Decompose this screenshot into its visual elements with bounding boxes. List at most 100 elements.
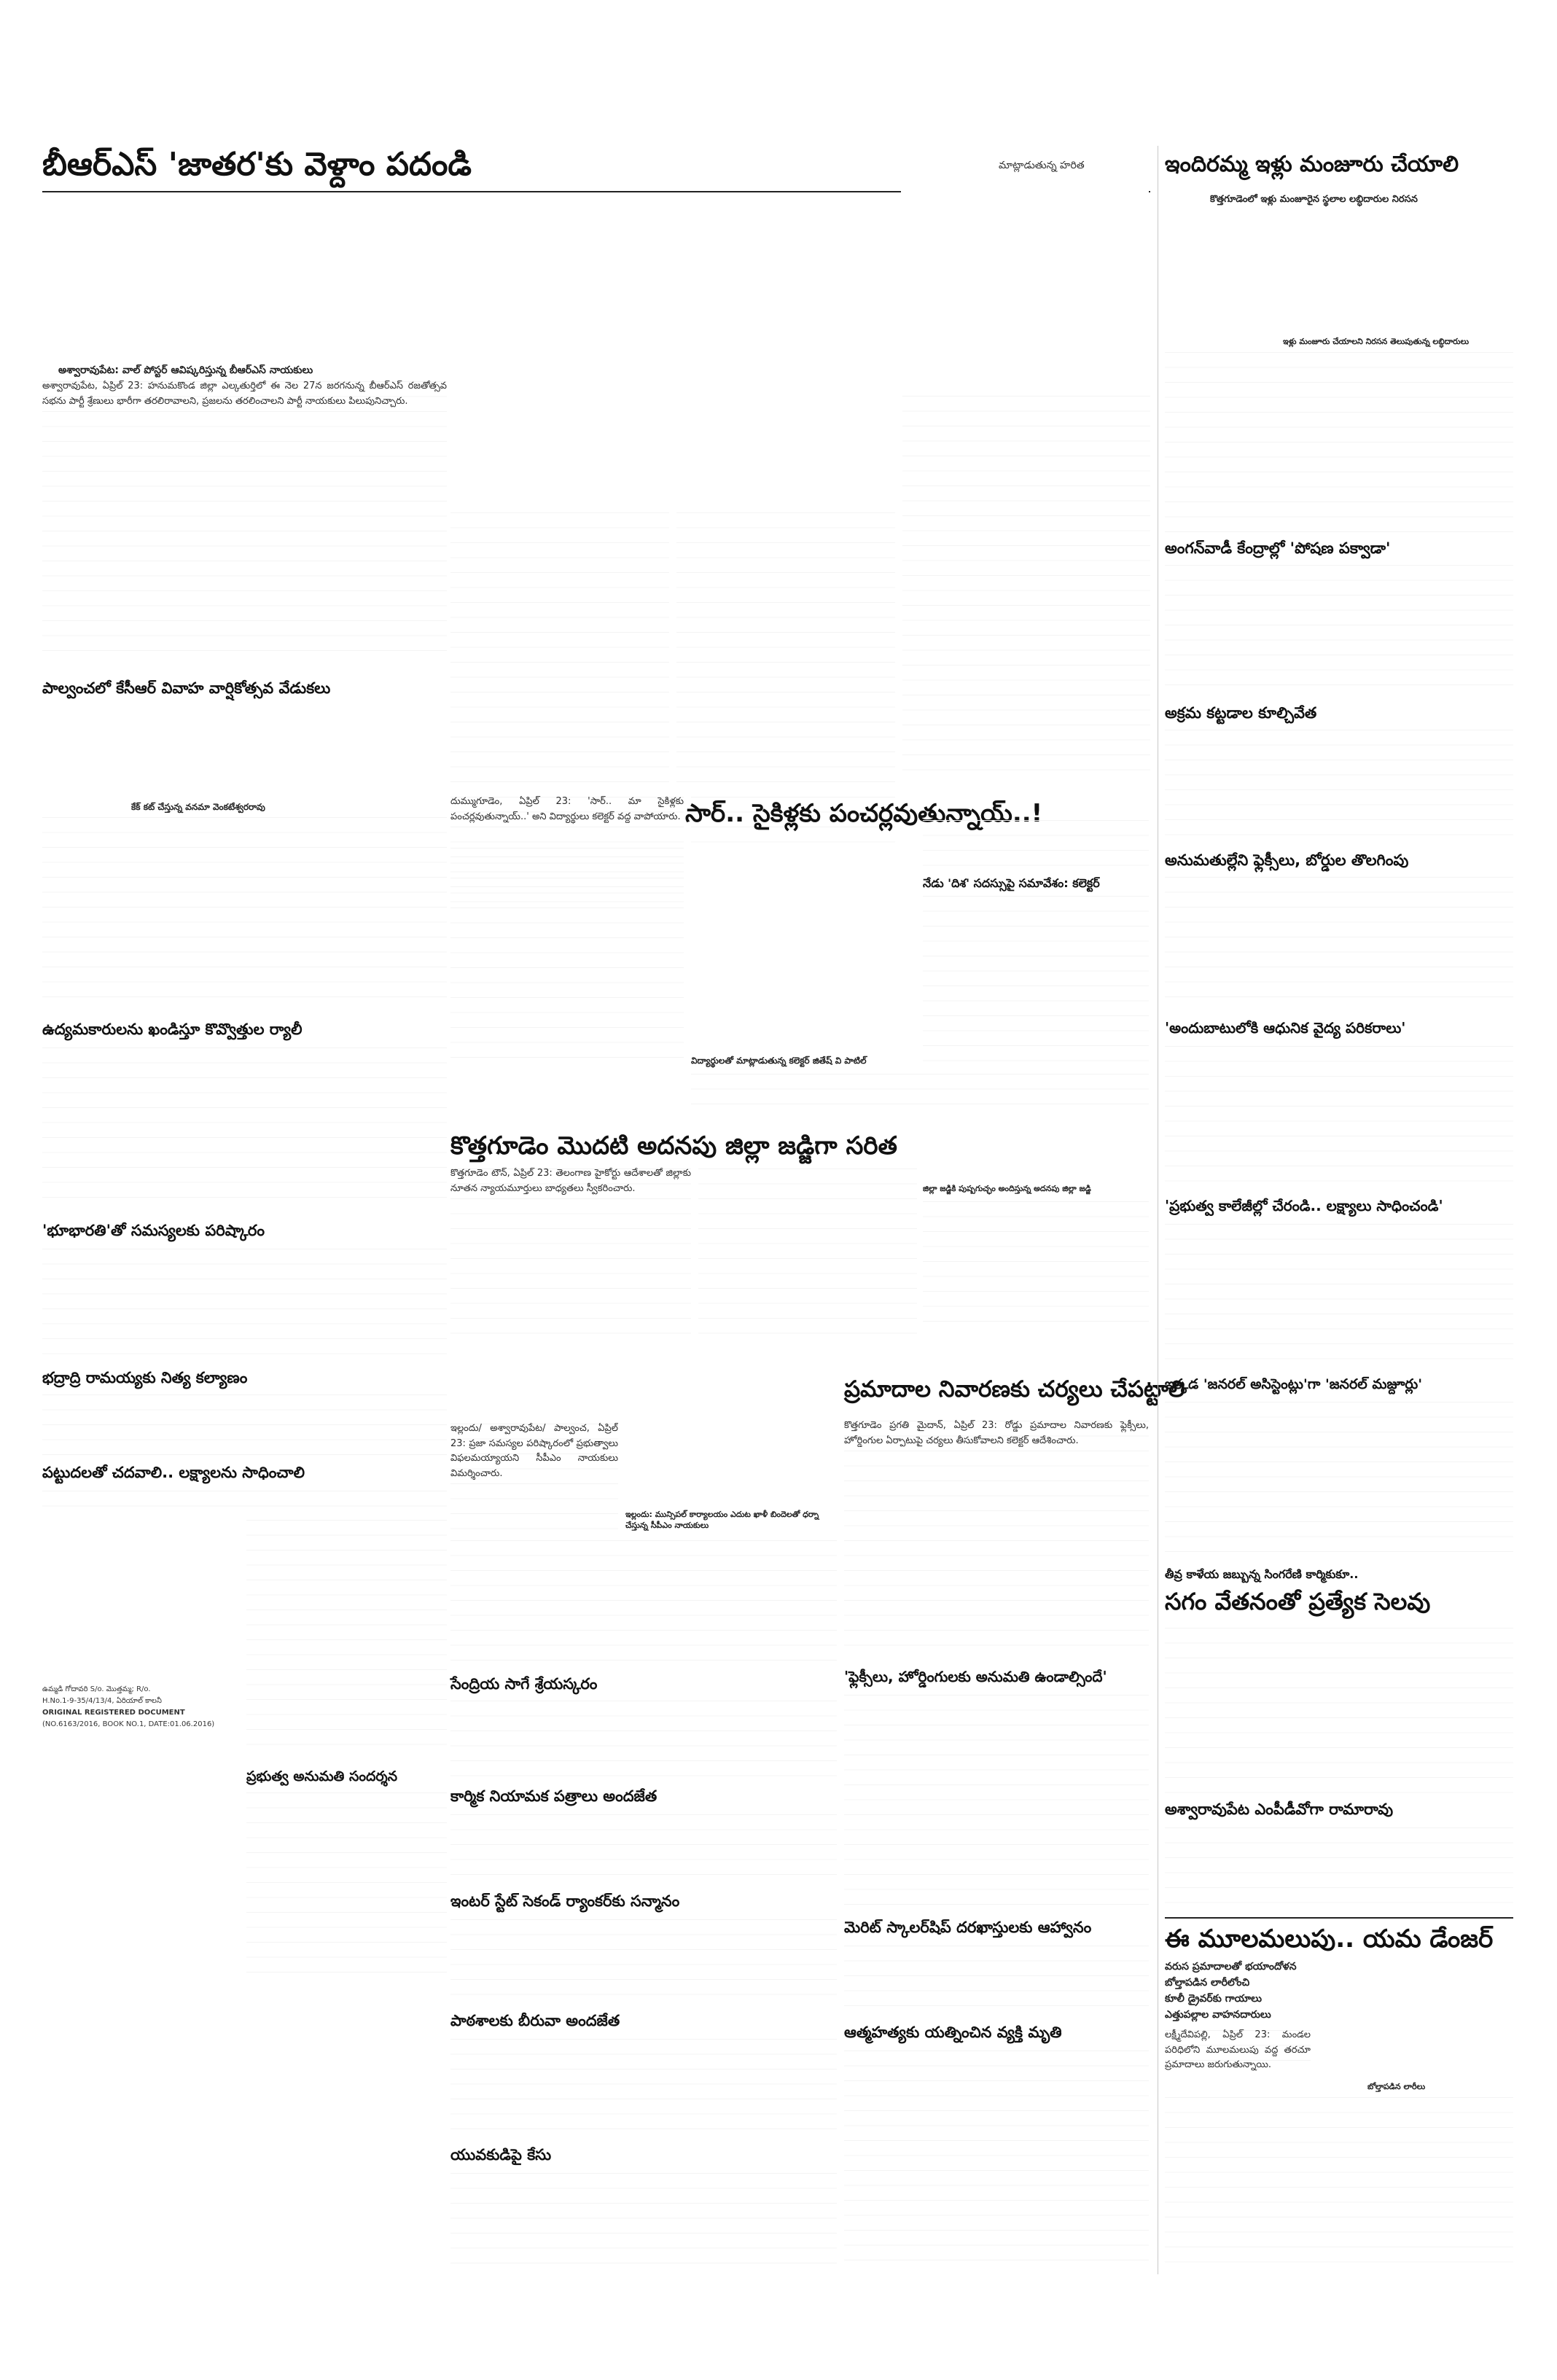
judge-col2-text <box>698 1166 917 1334</box>
subhead-disha: నేడు 'దిశ' సదస్సుపై సమావేశం: కలెక్టర్ <box>923 876 1100 890</box>
caption-haritha: మాట్లాడుతున్న హరిత <box>999 160 1085 171</box>
subhead-ikkada: ఇక్కడ 'జనరల్ అసిస్టెంట్లు'గా 'జనరల్ మజ్ద… <box>1165 1376 1423 1392</box>
accidents-body-text: కొత్తగూడెం ప్రగతి మైదాన్, ఏప్రిల్ 23: రో… <box>844 1419 1149 1659</box>
rti-photo <box>42 1771 239 1895</box>
dateline-small <box>42 706 122 800</box>
indiramma-photo-caption: ఇళ్లు మంజూరు చేయాలని నిరసన తెలుపుతున్న ల… <box>1283 337 1470 346</box>
imprint-line-4: (NO.6163/2016, BOOK NO.1, DATE:01.06.201… <box>42 1720 215 1728</box>
cpm-photo-caption: ఇల్లందు: మున్సిపల్ కార్యాలయం ఎదుట ఖాళీ బ… <box>625 1510 819 1530</box>
cpm-photo <box>625 1419 837 1561</box>
imprint-line-3: ORIGINAL REGISTERED DOCUMENT <box>42 1709 185 1717</box>
mula-sub4: ఎత్తుపల్లాల వాహనదారులు <box>1165 2009 1271 2021</box>
headline-indiramma: ఇందిరమ్మ ఇళ్లు మంజూరు చేయాలి <box>1165 152 1459 177</box>
ashwarao-body-text <box>1165 1825 1513 1905</box>
cpm-body-text <box>450 1538 837 1669</box>
subhead-ashwarao-ips: అశ్వారావుపేట ఎంపీడీవోగా రామారావు <box>1165 1800 1394 1818</box>
headline-nagaram: సగం వేతనంతో ప్రత్యేక సెలవు <box>1165 1588 1431 1615</box>
inter-rank-body-text <box>450 1917 837 2005</box>
headline-rule <box>42 191 1150 192</box>
subhead-schools: పాఠశాలకు బీరువా అందజేత <box>450 2012 620 2029</box>
prizes-body-text <box>1165 1044 1513 1190</box>
subhead-merit: మెరిట్ స్కాలర్‌షిప్ దరఖాస్తులకు ఆహ్వానం <box>844 1919 1092 1936</box>
sendriya-body-text <box>450 1698 837 1779</box>
indiramma-dateline <box>1165 211 1230 335</box>
subhead-flexi: 'ఫ్లెక్సీలు, హోర్డింగులకు అనుమతి ఉండాల్స… <box>844 1668 1107 1685</box>
nagaram-body-text <box>1165 1626 1513 1793</box>
headline-mulakalapally: ఈ మూలమలుపు.. యమ డేంజర్ <box>1165 1924 1494 1954</box>
schools-body-text <box>450 2037 837 2139</box>
subhead-palvancha-kcr: పాల్వంచలో కేసీఆర్ వివాహ వార్షికోత్సవ వేడ… <box>42 679 331 697</box>
mula-sub1: వరుస ప్రమాదాలతో భయాందోళన <box>1165 1961 1297 1973</box>
ikkada-body-text <box>1165 1400 1513 1553</box>
subhead-karmika: కార్మిక నియామక పత్రాలు అందజేత <box>450 1787 657 1805</box>
cycles-col3-top <box>923 818 1149 876</box>
cycles-photo-caption: విద్యార్థులతో మాట్లాడుతున్న కలెక్టర్ జిత… <box>691 1056 867 1066</box>
mula-dateline-text: లక్ష్మీదేవిపల్లి, ఏప్రిల్ 23: మండల పరిధి… <box>1165 2028 1311 2072</box>
headline-accidents: ప్రమాదాల నివారణకు చర్యలు చేపట్టాలి <box>844 1376 1185 1402</box>
indiramma-photo <box>1235 210 1513 334</box>
subhead-suicide: ఆత్మహత్యకు యత్నించిన వ్యక్తి మృతి <box>844 2024 1062 2041</box>
pattudala-body-text <box>246 1518 447 1758</box>
indiramma-kicker: కొత్తగూడెంలో ఇళ్లు మంజూరైన స్థలాల లబ్ధిద… <box>1210 194 1418 205</box>
subhead-bhubharati: 'భూభారతి'తో సమస్యలకు పరిష్కారం <box>42 1222 265 1239</box>
mula-photo-caption: బోల్తాపడిన లారీలు <box>1367 2082 1426 2091</box>
pattudala-intro-text <box>42 1489 447 1515</box>
haritha-photo <box>901 176 1149 385</box>
rally-body-text <box>42 1045 447 1210</box>
subhead-ambedkar-rally: ఉద్యమకారులను ఖండిస్తూ కొవ్వొత్తుల ర్యాలీ <box>42 1021 303 1038</box>
kcr-cake-photo <box>130 704 447 800</box>
pattudala-photo <box>42 1518 239 1671</box>
brs-photo <box>42 198 888 363</box>
brs-col3-text <box>676 510 895 787</box>
nagaram-kicker: తీవ్ర కాళేయ జబ్బున్న సింగరేణి కార్మికుకూ… <box>1165 1567 1359 1581</box>
imprint-line-2: H.No.1-9-35/4/13/4, ఏరియాల్ కాలనీ <box>42 1697 162 1705</box>
mula-photo <box>1316 1961 1513 2080</box>
kuti-body-text <box>1165 727 1513 844</box>
cycles-bottom-text <box>691 1072 1149 1118</box>
subhead-pattudala: పట్టుదలతో చదవాలి.. లక్ష్యాలను సాధించాలి <box>42 1464 305 1481</box>
subhead-rti: ప్రభుత్వ అనుమతి సందర్శన <box>246 1768 398 1784</box>
imprint-line-1: ఉమ్మడి గోదావరి S/o. మొత్తమ్మ; R/o. <box>42 1685 151 1693</box>
youth-case-body-text <box>450 2171 837 2270</box>
subhead-bhadradri: భద్రాద్రి రామయ్యకు నిత్య కల్యాణం <box>42 1369 248 1386</box>
judge-col3-text <box>923 1199 1149 1334</box>
rti-body-text <box>246 1790 447 1973</box>
mula-sub3: కూలీ డ్రైవర్‌కు గాయాలు <box>1165 1993 1262 2005</box>
disha-body-text <box>923 894 1149 1069</box>
subhead-ambedkar-prizes: 'అందుబాటులోకి ఆధునిక వైద్య పరికరాలు' <box>1165 1019 1406 1037</box>
subhead-youth-case: యువకుడిపై కేసు <box>450 2146 552 2164</box>
bhadradri-body-text <box>42 1392 447 1455</box>
subhead-inter-rank: ఇంటర్ స్టేట్ సెకండ్ ర్యాంకర్‌కు సన్మానం <box>450 1892 680 1910</box>
bhubharati-body-text <box>42 1246 447 1356</box>
subhead-govt-college: 'ప్రభుత్వ కాలేజీల్లో చేరండి.. లక్ష్యాలు … <box>1165 1197 1443 1214</box>
mula-top-rule <box>1165 1917 1513 1919</box>
flexi-body-text <box>844 1693 1149 1911</box>
subhead-anganwadi: అంగన్‌వాడీ కేంద్రాల్లో 'పోషణ పక్వాడా' <box>1165 539 1391 557</box>
cpm-col1-text: ఇల్లందు/ అశ్వారావుపేట/ పాల్వంచ, ఏప్రిల్ … <box>450 1421 618 1531</box>
imprint-box: ఉమ్మడి గోదావరి S/o. మొత్తమ్మ; R/o. H.No.… <box>42 1684 239 1760</box>
brs-photo-caption: అశ్వారావుపేట: వాల్ పోస్టర్ ఆవిష్కరిస్తున… <box>58 364 313 376</box>
flexi-remove-body-text <box>1165 875 1513 1010</box>
cycles-col1-text <box>450 846 684 1072</box>
kcr-cake-caption: కేక్ కట్ చేస్తున్న వనమా వెంకటేశ్వరరావు <box>131 802 265 812</box>
subhead-kuti: అక్రమ కట్టడాల కూల్చివేత <box>1165 704 1317 722</box>
anganwadi-body-text <box>1165 563 1513 694</box>
mula-body-text <box>1165 2095 1513 2270</box>
mula-sub2: బోల్తాపడిన లారీలోంచి <box>1165 1977 1250 1989</box>
subhead-flexi-remove: అనుమతుల్లేని ఫ్లెక్సీలు, బోర్డుల తొలగింప… <box>1165 851 1409 869</box>
merit-body-text <box>844 1943 1149 2016</box>
subhead-sendriya: సేంద్రియ సాగే శ్రేయస్కరం <box>450 1675 598 1693</box>
judge-photo-caption: జిల్లా జడ్జికి పుష్పగుచ్ఛం అందిస్తున్న అ… <box>923 1184 1091 1193</box>
brs-col2-text <box>450 510 669 787</box>
cycles-photo <box>691 846 917 1047</box>
brs-second-photo <box>450 394 891 503</box>
judge-col1-text: కొత్తగూడెం టౌన్, ఏప్రిల్ 23: తెలంగాణ హైక… <box>450 1166 691 1334</box>
indiramma-body-text <box>1165 350 1513 532</box>
brs-col4-text <box>902 394 1150 773</box>
college-body-text <box>1165 1222 1513 1367</box>
brs-body-text: అశ్వారావుపేట, ఏప్రిల్ 23: హనుమకొండ జిల్ల… <box>42 379 447 663</box>
karmika-body-text <box>450 1812 837 1885</box>
headline-brs-jatara: బీఆర్ఎస్ 'జాతర'కు వెళ్దాం పదండి <box>42 146 472 183</box>
suicide-body-text <box>844 2048 1149 2270</box>
